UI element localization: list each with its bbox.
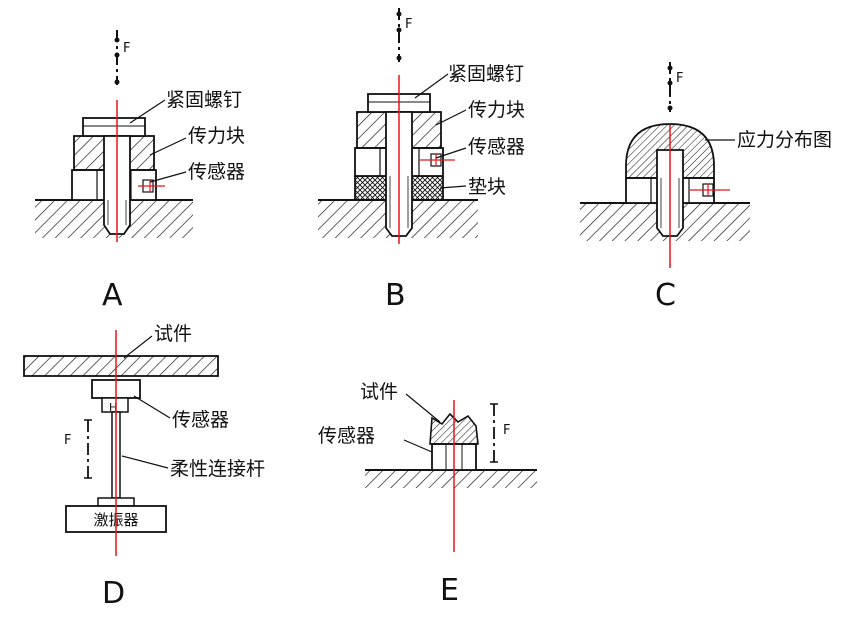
- force-arrow: F: [114, 30, 130, 85]
- panel-letter: C: [655, 278, 676, 313]
- svg-text:H: H: [109, 401, 117, 414]
- force-label: F: [503, 423, 510, 438]
- force-arrow: F: [396, 8, 412, 62]
- label-force-block: 传力块: [188, 125, 245, 147]
- panel-letter: B: [385, 278, 406, 313]
- label-screw: 紧固螺钉: [166, 89, 242, 111]
- force-label: F: [64, 433, 71, 448]
- label-sensor: 传感器: [468, 136, 525, 158]
- force-arrow: F: [490, 403, 510, 463]
- specimen: [23, 355, 219, 377]
- force-label: F: [405, 17, 412, 32]
- label-sensor: 传感器: [172, 409, 229, 431]
- label-specimen: 试件: [154, 323, 192, 345]
- ground: [365, 470, 537, 488]
- force-label: F: [676, 71, 683, 86]
- label-force-block: 传力块: [468, 99, 525, 121]
- label-sensor: 传感器: [188, 161, 245, 183]
- panel-letter: E: [440, 573, 459, 608]
- label-screw: 紧固螺钉: [448, 63, 524, 85]
- force-arrow: F: [64, 419, 92, 479]
- panel-letter: A: [102, 278, 123, 313]
- label-stress: 应力分布图: [737, 129, 832, 151]
- panel-c: F 应力分布图 C: [580, 62, 832, 313]
- label-pad: 垫块: [468, 176, 506, 198]
- label-sensor: 传感器: [318, 425, 375, 447]
- force-arrow: F: [667, 62, 683, 112]
- panel-a: F 紧固螺钉 传力块 传感器 A: [35, 30, 245, 313]
- label-specimen: 试件: [360, 381, 398, 403]
- screw-head: [82, 117, 146, 137]
- label-rod: 柔性连接杆: [170, 458, 265, 480]
- panel-b: F 紧固螺钉 传力块 传感器 垫块 B: [318, 8, 525, 313]
- panel-e: F 试件 传感器 E: [318, 381, 537, 608]
- force-label: F: [123, 41, 130, 56]
- panel-d: H 激振器 F 试件 传感器 柔性连接杆 D: [23, 323, 265, 611]
- panel-letter: D: [102, 576, 125, 611]
